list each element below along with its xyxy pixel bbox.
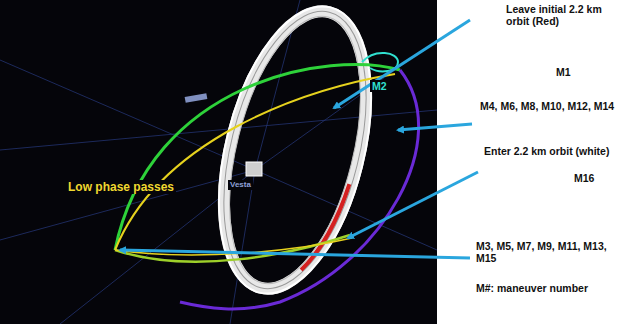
maneuver-number: M1 xyxy=(556,66,571,78)
callout-text: M3, M5, M7, M9, M11, M13, M15 xyxy=(476,240,622,264)
legend-note: M#: maneuver number xyxy=(476,282,588,294)
region-label: Low phase passes xyxy=(66,180,176,194)
maneuver-number: M2 xyxy=(370,80,389,92)
callout-text: M4, M6, M8, M10, M12, M14 xyxy=(480,100,614,112)
maneuver-number: M16 xyxy=(574,172,594,184)
body-label: Vesta xyxy=(228,180,253,190)
callout-text: Leave initial 2.2 km orbit (Red) xyxy=(506,3,622,27)
callout-text: Enter 2.2 km orbit (white) xyxy=(484,145,609,157)
